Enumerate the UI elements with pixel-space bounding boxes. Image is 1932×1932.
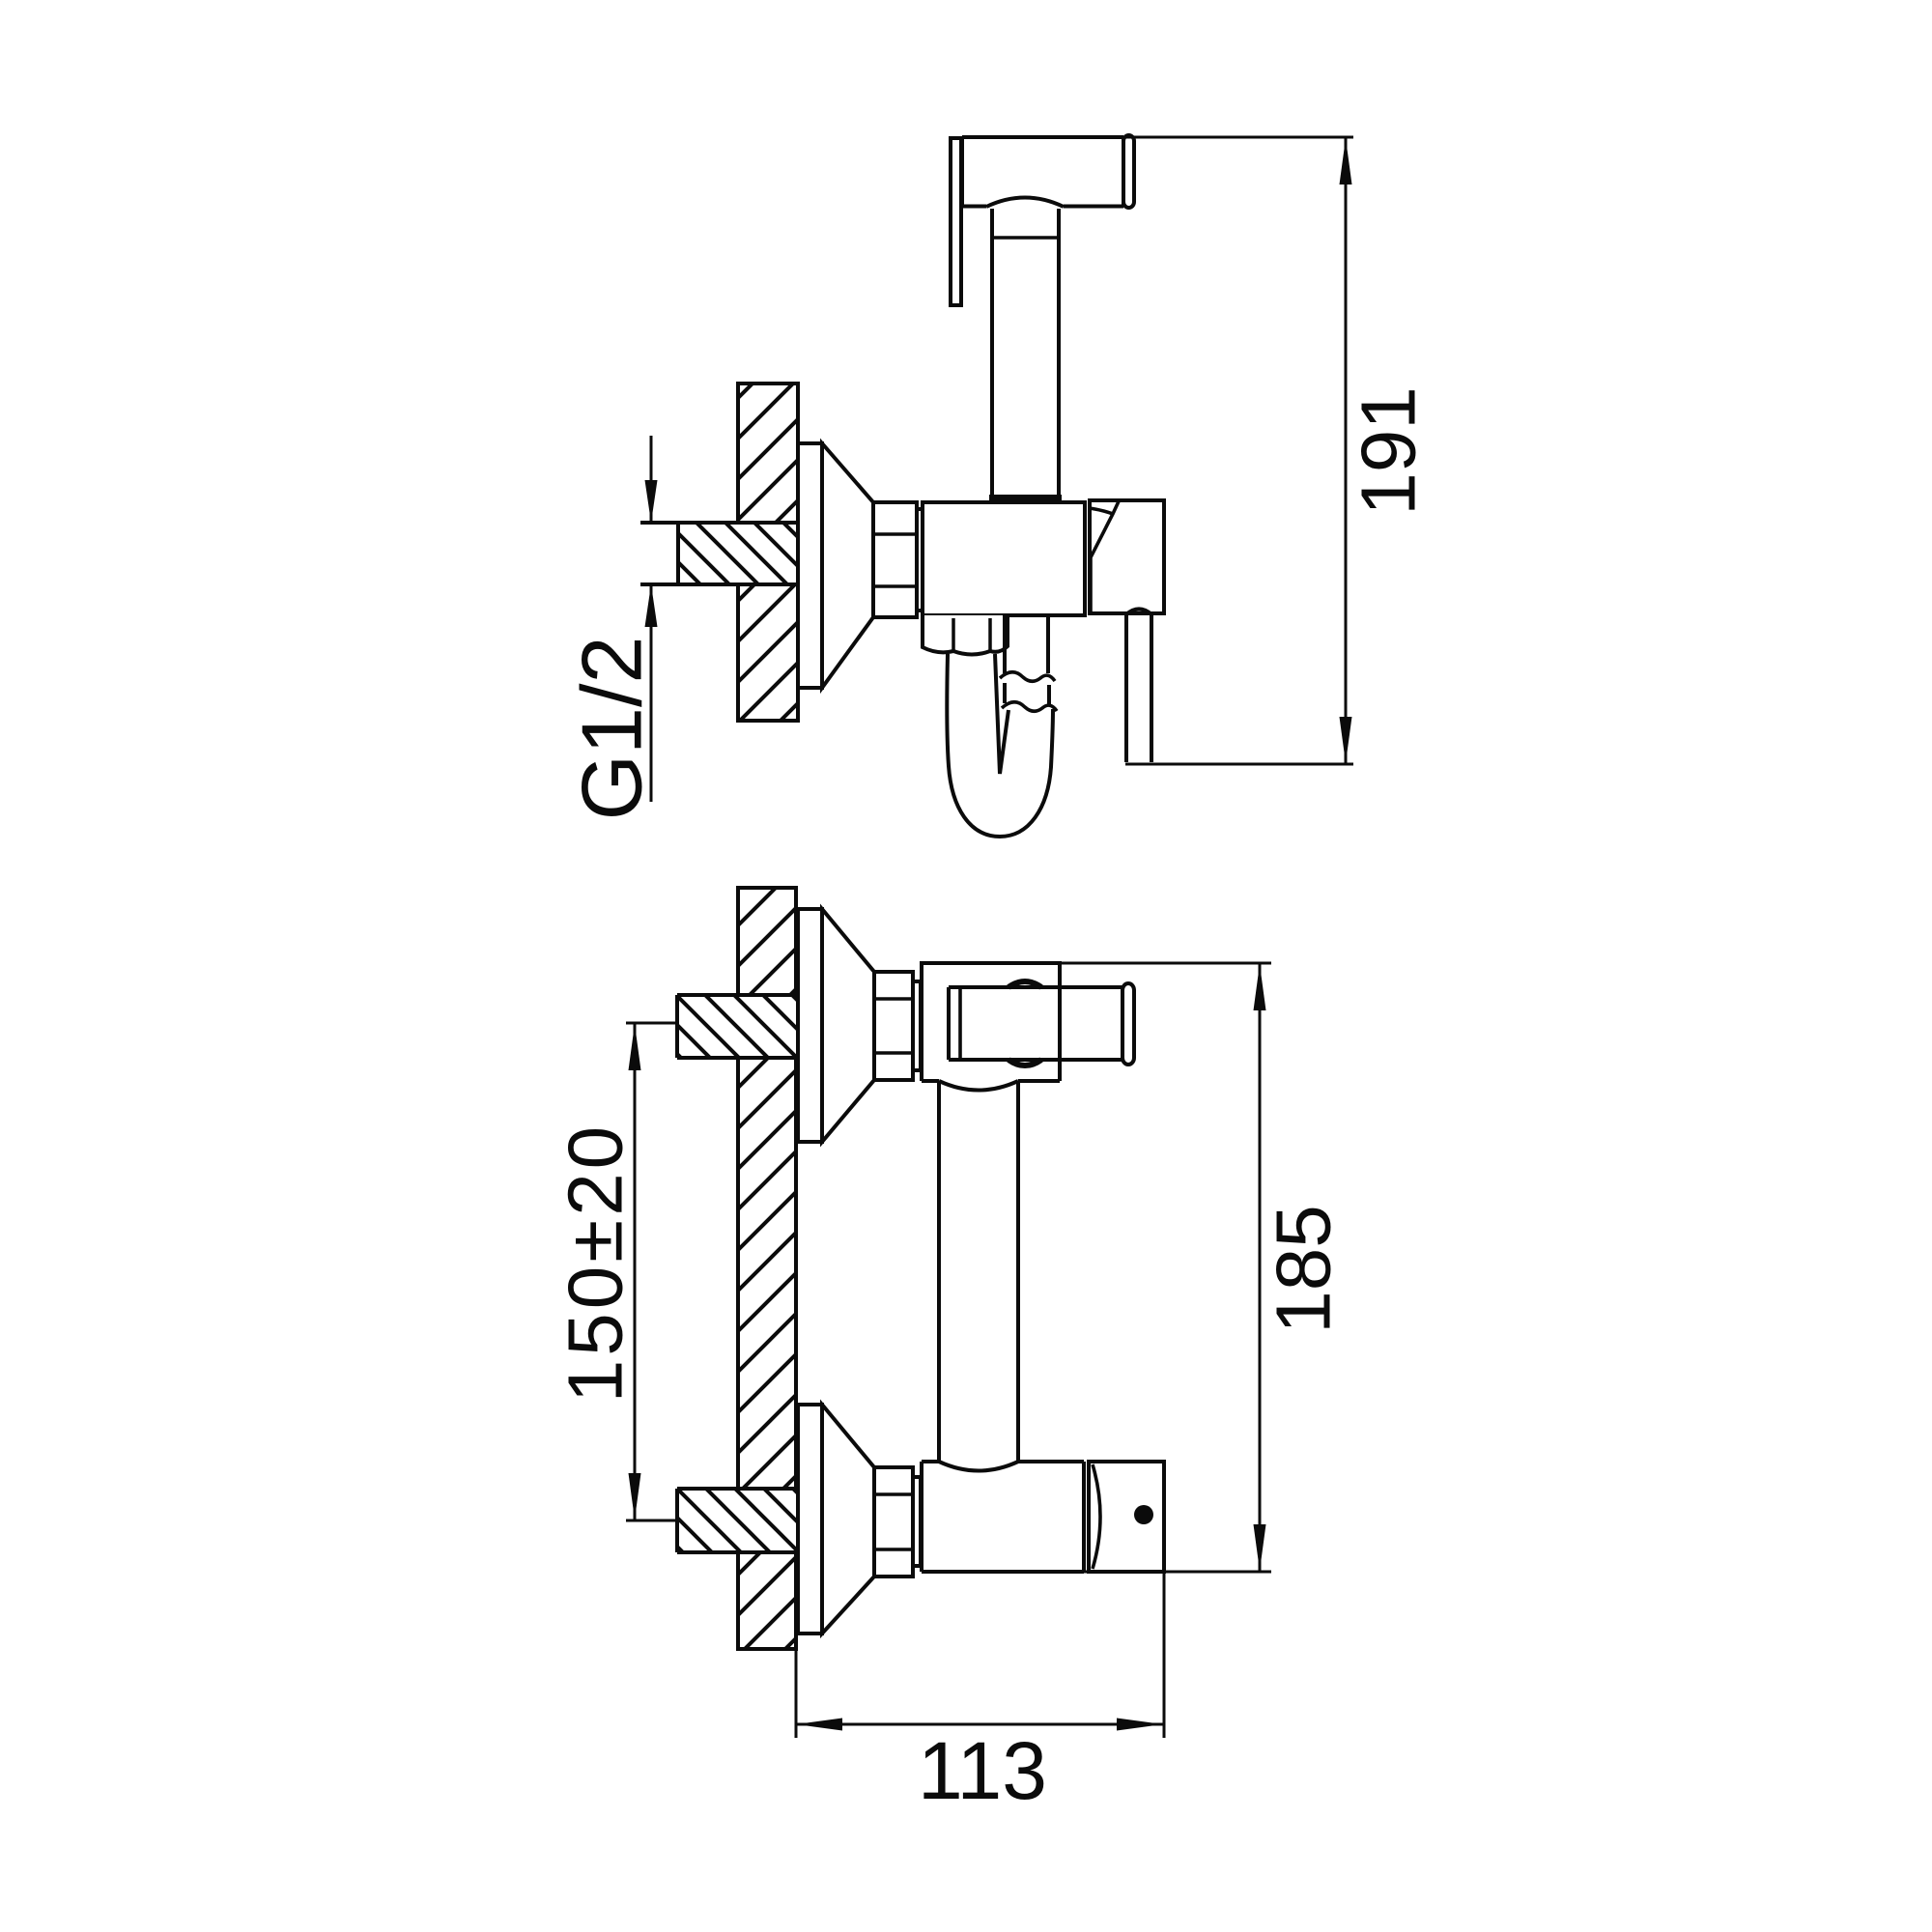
svg-text:185: 185 (1261, 1205, 1347, 1333)
svg-text:G1/2: G1/2 (564, 637, 660, 821)
svg-text:191: 191 (1346, 386, 1432, 515)
svg-text:113: 113 (918, 1725, 1047, 1816)
svg-text:150±20: 150±20 (553, 1122, 639, 1403)
